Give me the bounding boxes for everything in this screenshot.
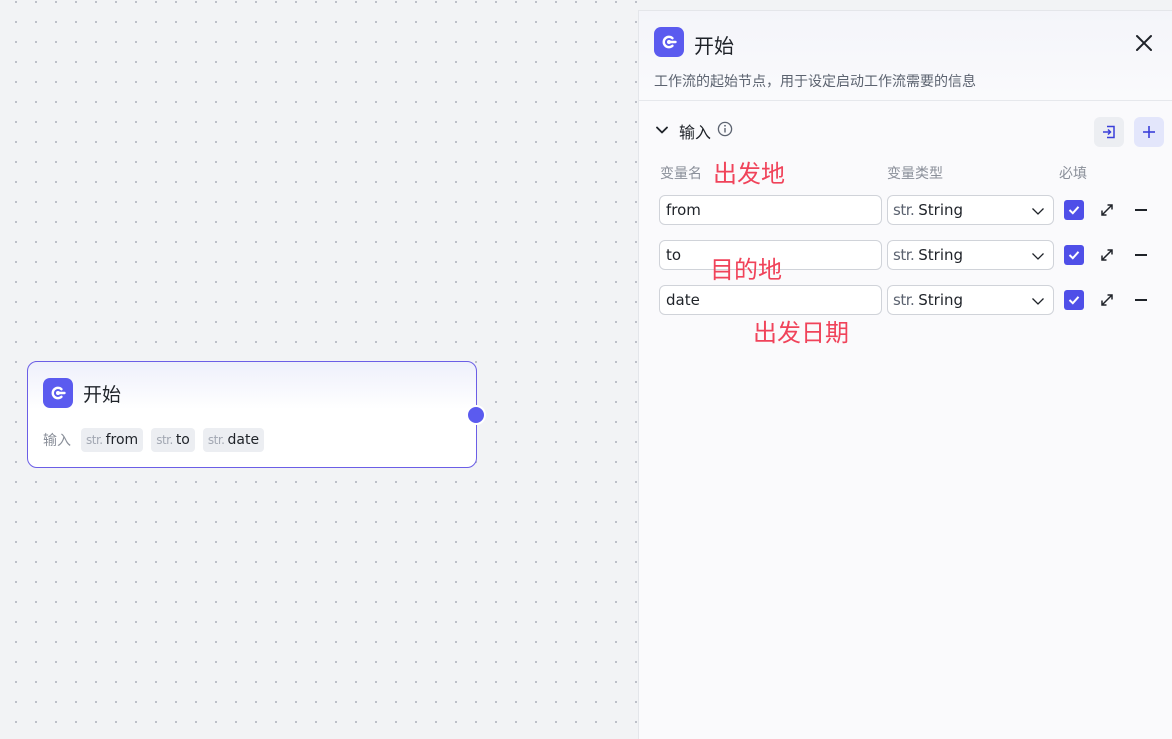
annotation-departure-date: 出发日期 (753, 319, 849, 347)
type-tag: str. (893, 201, 915, 219)
type-tag: str. (156, 433, 173, 447)
variable-row: date str. String (659, 285, 1169, 315)
type-tag: str. (86, 433, 103, 447)
column-header-required: 必填 (1059, 166, 1087, 182)
start-logo-icon (654, 27, 684, 57)
chevron-down-icon (1032, 253, 1044, 260)
panel-header: 开始 工作流的起始节点，用于设定启动工作流需要的信息 (639, 11, 1172, 101)
variable-row: to str. String (659, 240, 1169, 270)
node-header: 开始 (43, 378, 121, 408)
variable-type-select[interactable]: str. String (887, 240, 1054, 270)
column-header-type: 变量类型 (887, 166, 943, 182)
type-value: String (918, 291, 964, 309)
type-tag: str. (893, 246, 915, 264)
checkmark-icon (1068, 206, 1080, 215)
chevron-down-icon[interactable] (655, 122, 669, 141)
input-section-header[interactable]: 输入 (655, 119, 733, 143)
variable-row: from str. String (659, 195, 1169, 225)
node-output-handle[interactable] (466, 405, 486, 425)
checkmark-icon (1068, 296, 1080, 305)
node-inputs: 输入 str. from str. to str. date (43, 428, 272, 452)
annotation-departure: 出发地 (713, 160, 785, 188)
variable-type-select[interactable]: str. String (887, 195, 1054, 225)
expand-icon[interactable] (1099, 247, 1115, 263)
panel-title[interactable]: 开始 (694, 34, 734, 58)
node-config-panel: 开始 工作流的起始节点，用于设定启动工作流需要的信息 输入 (638, 10, 1172, 739)
node-input-chip: str. date (202, 428, 265, 452)
checkmark-icon (1068, 251, 1080, 260)
required-checkbox[interactable] (1064, 200, 1084, 220)
import-icon (1103, 125, 1115, 139)
variable-type-select[interactable]: str. String (887, 285, 1054, 315)
type-tag: str. (207, 433, 225, 447)
node-input-chip: str. to (151, 428, 195, 452)
chevron-down-icon (1032, 298, 1044, 305)
plus-icon (1143, 126, 1155, 138)
panel-description[interactable]: 工作流的起始节点，用于设定启动工作流需要的信息 (654, 74, 976, 90)
annotation-destination: 目的地 (710, 256, 782, 284)
expand-icon[interactable] (1099, 202, 1115, 218)
start-node[interactable]: 开始 输入 str. from str. to str. date (27, 361, 486, 468)
chevron-down-icon (1032, 208, 1044, 215)
type-value: String (918, 246, 964, 264)
input-name: date (227, 432, 260, 448)
node-inputs-label: 输入 (43, 433, 71, 449)
expand-icon[interactable] (1099, 292, 1115, 308)
variable-name-input[interactable]: date (659, 285, 882, 315)
column-header-name: 变量名 (660, 166, 702, 182)
type-value: String (918, 201, 964, 219)
variable-name-input[interactable]: from (659, 195, 882, 225)
input-name: from (105, 432, 139, 448)
add-variable-button[interactable] (1134, 117, 1164, 147)
type-tag: str. (893, 291, 915, 309)
close-icon[interactable] (1134, 33, 1154, 53)
remove-variable-button[interactable] (1135, 299, 1147, 301)
required-checkbox[interactable] (1064, 290, 1084, 310)
start-logo-icon (43, 378, 73, 408)
remove-variable-button[interactable] (1135, 254, 1147, 256)
node-input-chip: str. from (81, 428, 144, 452)
variable-name-input[interactable]: to (659, 240, 882, 270)
workflow-canvas[interactable]: 开始 输入 str. from str. to str. date (0, 0, 638, 739)
required-checkbox[interactable] (1064, 245, 1084, 265)
section-title: 输入 (679, 123, 712, 142)
info-icon[interactable] (717, 121, 733, 141)
remove-variable-button[interactable] (1135, 209, 1147, 211)
input-name: to (175, 432, 190, 448)
node-title: 开始 (83, 383, 122, 406)
import-button[interactable] (1094, 117, 1124, 147)
